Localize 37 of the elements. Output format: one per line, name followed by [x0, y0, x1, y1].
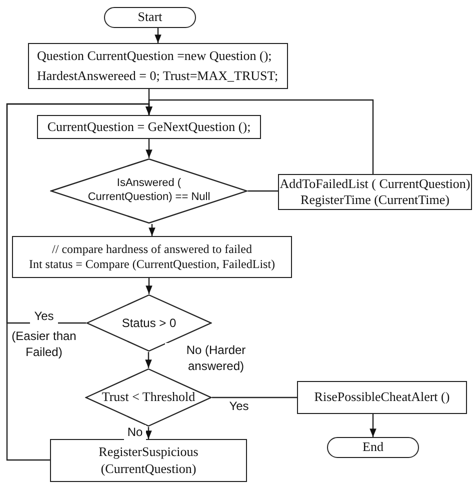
process-box: [28, 43, 288, 89]
node-text: RegisterSuspicious (CurrentQuestion): [98, 444, 200, 477]
process-box: [37, 115, 261, 139]
process-box: [278, 174, 472, 210]
node-text: Question CurrentQuestion =new Question ();: [36, 48, 272, 64]
node-text: End: [362, 439, 384, 456]
process-box: [297, 381, 467, 414]
edge-label: No: [124, 425, 146, 441]
node-text: IsAnswered ( CurrentQuestion) == Null: [86, 177, 212, 205]
decision-diamond: [50, 158, 248, 224]
edge-label: Yes: [30, 309, 58, 325]
connector-line: [154, 28, 162, 43]
connector-line: [370, 414, 376, 437]
branch-note: (Easier than Failed): [10, 329, 78, 360]
connector-line: [145, 352, 152, 368]
connector-line: [146, 99, 374, 174]
node-text: Trust < Threshold: [102, 389, 196, 406]
connector-line: [145, 427, 152, 439]
node-text: Int status = Compare (CurrentQuestion, FailedList): [28, 257, 276, 272]
node-text: RisePossibleCheatAlert (): [314, 389, 450, 406]
node-text: CurrentQuestion = GeNextQuestion ();: [47, 118, 251, 136]
node-text: HardestAnswereed = 0; Trust=MAX_TRUST;: [36, 68, 278, 84]
node-text: AddToFailedList ( CurrentQuestion): [280, 176, 470, 192]
node-text: Status > 0: [122, 316, 176, 330]
node-text: Start: [138, 9, 162, 26]
connector-line: [148, 224, 156, 236]
process-box: [50, 439, 247, 482]
terminal-shape: [104, 7, 196, 28]
terminal-shape: [327, 437, 419, 458]
connector-line: [212, 396, 297, 398]
connector-line: [146, 278, 152, 294]
process-box: [12, 236, 292, 278]
node-text: // compare hardness of answered to failed: [52, 242, 252, 257]
node-text: RegisterTime (CurrentTime): [300, 192, 450, 208]
connector-line: [146, 139, 152, 158]
connector-line: [248, 190, 278, 192]
connector-line: [6, 103, 152, 461]
